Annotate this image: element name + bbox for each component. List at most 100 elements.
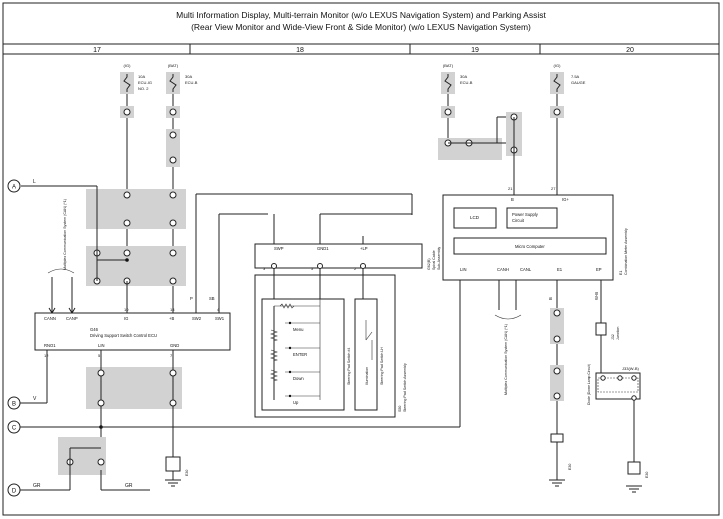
wire-label-gr-2: GR bbox=[125, 483, 133, 489]
svg-text:C: C bbox=[12, 426, 17, 432]
port-d: D bbox=[7, 483, 21, 497]
port-b: B bbox=[7, 396, 21, 410]
svg-text:SWP: SWP bbox=[274, 246, 284, 251]
svg-text:27: 27 bbox=[551, 186, 556, 191]
svg-text:W-B: W-B bbox=[594, 292, 599, 300]
svg-text:Combination Meter Assembly: Combination Meter Assembly bbox=[624, 228, 628, 275]
svg-text:E30: E30 bbox=[645, 472, 649, 478]
svg-text:E30: E30 bbox=[185, 470, 189, 476]
svg-text:EP: EP bbox=[596, 267, 602, 272]
svg-text:E30: E30 bbox=[568, 464, 572, 470]
svg-text:7.5A: 7.5A bbox=[571, 74, 580, 79]
svg-text:J32: J32 bbox=[611, 334, 615, 340]
svg-text:IG: IG bbox=[124, 316, 128, 321]
driving-support-switch-ecu: CANN CANP IG +B SW2 SW1 10 18 4 G46 Driv… bbox=[34, 307, 231, 358]
svg-text:Steering Pad Switch LH: Steering Pad Switch LH bbox=[380, 347, 384, 385]
title-line-1: Multi Information Display, Multi-terrain… bbox=[176, 10, 546, 20]
svg-text:D: D bbox=[12, 489, 17, 495]
svg-text:21: 21 bbox=[508, 186, 513, 191]
fuse-ecu-ig-no2: (IG) 10A ECU-IG NO. 2 bbox=[120, 63, 152, 94]
svg-text:CANH: CANH bbox=[497, 267, 509, 272]
svg-text:Up: Up bbox=[293, 400, 299, 405]
svg-text:CANN: CANN bbox=[44, 316, 56, 321]
svg-text:LIN: LIN bbox=[460, 267, 467, 272]
svg-text:G46: G46 bbox=[90, 327, 99, 332]
column-17-wiring bbox=[21, 94, 186, 313]
svg-text:GND1: GND1 bbox=[317, 246, 329, 251]
svg-text:LCD: LCD bbox=[470, 215, 480, 220]
fuse-ecu-b-2: (BAT) 30A ECU-B bbox=[441, 63, 473, 94]
svg-text:Spiral Cable: Spiral Cable bbox=[432, 250, 436, 270]
port-a: A bbox=[7, 179, 21, 193]
svg-text:G62(B): G62(B) bbox=[427, 258, 431, 270]
power-supply-block bbox=[506, 207, 558, 229]
svg-text:ECU-B: ECU-B bbox=[185, 80, 198, 85]
svg-text:+B: +B bbox=[169, 316, 174, 321]
svg-text:10A: 10A bbox=[138, 74, 145, 79]
svg-text:30A: 30A bbox=[185, 74, 192, 79]
svg-text:30A: 30A bbox=[460, 74, 467, 79]
column-number-18: 18 bbox=[296, 47, 304, 54]
micro-computer-block bbox=[453, 237, 607, 255]
column-number-19: 19 bbox=[471, 47, 479, 54]
svg-text:ENTER: ENTER bbox=[293, 352, 307, 357]
svg-text:A: A bbox=[12, 185, 16, 191]
svg-text:Steering Pad Switch #4: Steering Pad Switch #4 bbox=[347, 348, 351, 385]
svg-text:10: 10 bbox=[124, 307, 129, 312]
svg-text:P: P bbox=[190, 296, 193, 301]
svg-text:Circuit: Circuit bbox=[512, 218, 525, 223]
ecu-switch-wires: SB P bbox=[190, 193, 413, 313]
svg-text:GAUGE: GAUGE bbox=[571, 80, 586, 85]
fuse-gauge: (IG) 7.5A GAUGE bbox=[550, 63, 586, 94]
svg-text:Diode (Dome Lamp Circuit): Diode (Dome Lamp Circuit) bbox=[587, 364, 591, 405]
svg-text:CANP: CANP bbox=[66, 316, 78, 321]
svg-text:2: 2 bbox=[354, 266, 357, 271]
svg-text:5: 5 bbox=[311, 266, 314, 271]
svg-text:SW1: SW1 bbox=[215, 316, 225, 321]
svg-text:Junction: Junction bbox=[616, 327, 620, 340]
svg-text:CANL: CANL bbox=[520, 267, 532, 272]
svg-text:IG+: IG+ bbox=[562, 197, 569, 202]
svg-text:J33(W-B): J33(W-B) bbox=[622, 366, 639, 371]
svg-text:B: B bbox=[548, 297, 553, 300]
lcd-block bbox=[453, 207, 497, 229]
ecu-bottom-wiring: E30 bbox=[20, 280, 461, 491]
wire-label-l: L bbox=[33, 179, 36, 185]
svg-text:Multiplex Communication System: Multiplex Communication System (CAN) (*1… bbox=[63, 199, 67, 270]
fuse-ecu-b-1: (BAT) 30A ECU-B bbox=[166, 63, 198, 94]
svg-text:ECU-B: ECU-B bbox=[460, 80, 473, 85]
svg-text:Down: Down bbox=[293, 376, 304, 381]
svg-text:NO. 2: NO. 2 bbox=[138, 86, 149, 91]
combination-meter-assembly: B IG+ 21 27 LCD Power Supply Circuit Mic… bbox=[442, 94, 628, 281]
svg-text:Menu: Menu bbox=[293, 327, 304, 332]
svg-text:RNO1: RNO1 bbox=[44, 343, 56, 348]
svg-text:E1: E1 bbox=[619, 271, 623, 275]
svg-text:B: B bbox=[511, 197, 514, 202]
wire-label-v: V bbox=[33, 396, 37, 402]
title-line-2: (Rear View Monitor and Wide-View Front &… bbox=[191, 22, 531, 32]
svg-text:SW2: SW2 bbox=[192, 316, 202, 321]
svg-text:18: 18 bbox=[170, 307, 175, 312]
column-20-wiring: B W-B J32 Junction J33(W-B) Diode (Dome … bbox=[548, 280, 649, 493]
svg-text:Driving Support Switch Control: Driving Support Switch Control ECU bbox=[90, 333, 157, 338]
svg-text:GND: GND bbox=[170, 343, 179, 348]
svg-text:Power Supply: Power Supply bbox=[512, 212, 539, 217]
can-bus-label-left: Multiplex Communication System (CAN) (*1… bbox=[47, 199, 76, 314]
svg-text:+LP: +LP bbox=[360, 246, 368, 251]
column-19-wiring bbox=[438, 94, 522, 195]
svg-text:3: 3 bbox=[263, 266, 266, 271]
can-bus-label-right: Multiplex Communication System (CAN) (*1… bbox=[494, 280, 522, 395]
svg-text:Micro Computer: Micro Computer bbox=[515, 244, 545, 249]
svg-text:Multiplex Communication System: Multiplex Communication System (CAN) (*1… bbox=[504, 324, 508, 395]
svg-text:Steering Pad Switch Assembly: Steering Pad Switch Assembly bbox=[403, 363, 407, 412]
svg-text:(IG): (IG) bbox=[124, 63, 132, 68]
svg-text:(IG): (IG) bbox=[554, 63, 562, 68]
svg-text:Illumination: Illumination bbox=[365, 367, 369, 385]
column-number-20: 20 bbox=[626, 47, 634, 54]
svg-text:7: 7 bbox=[170, 353, 173, 358]
wire-label-gr: GR bbox=[33, 483, 41, 489]
svg-text:LIN: LIN bbox=[98, 343, 105, 348]
port-c: C bbox=[7, 420, 21, 434]
